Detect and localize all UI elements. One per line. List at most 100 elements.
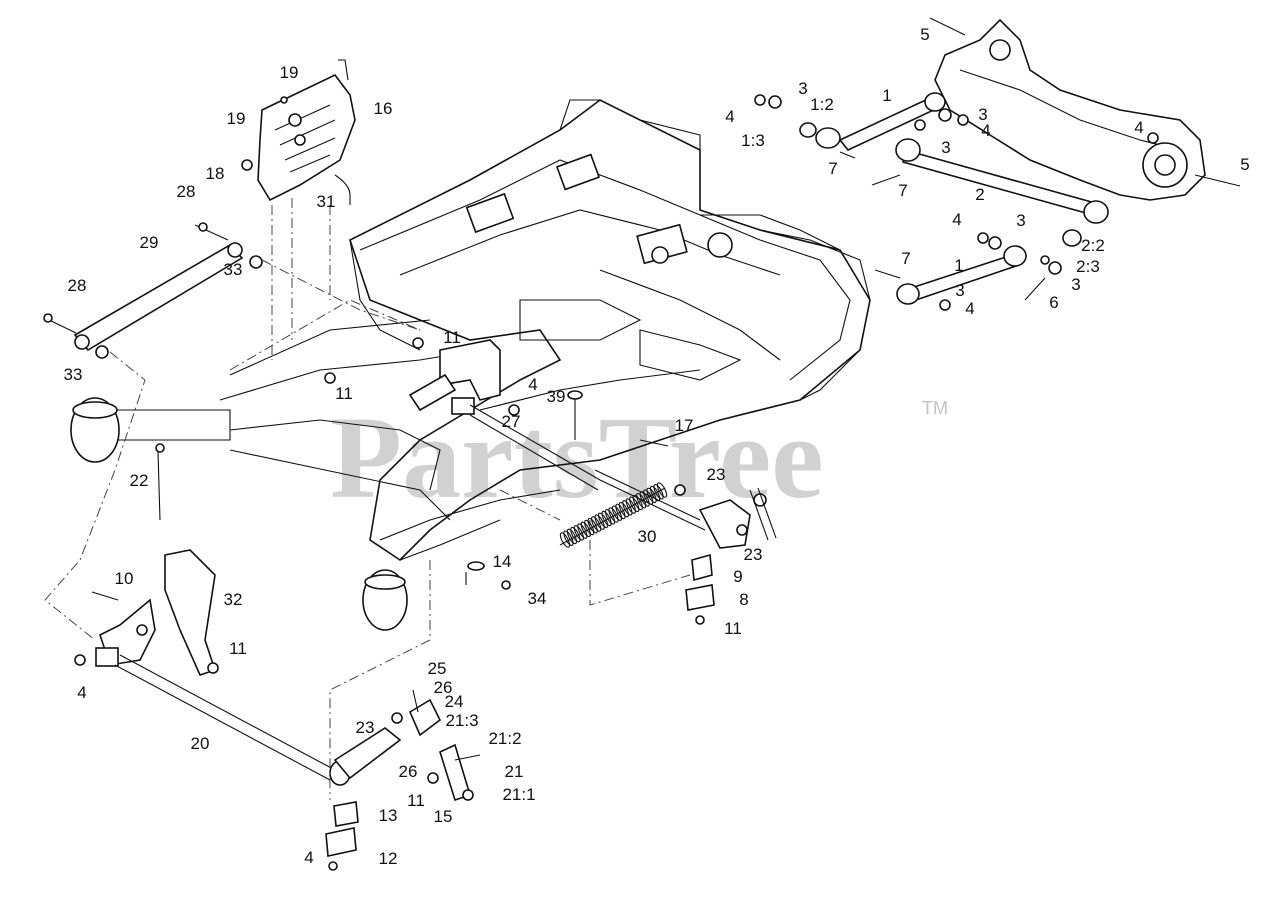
callout-label-c-4f: 4 bbox=[528, 375, 537, 394]
watermark-text: PartsTree bbox=[330, 392, 824, 523]
spring-coil bbox=[594, 514, 605, 530]
phantom-lines bbox=[44, 198, 691, 800]
spring-coil bbox=[584, 519, 595, 536]
callout-label-c-8: 8 bbox=[739, 590, 748, 609]
callout-label-c-26a: 26 bbox=[434, 678, 453, 697]
callout-label-c-7a: 7 bbox=[828, 159, 837, 178]
callout-label-c-1-2: 1:2 bbox=[810, 95, 834, 114]
callout-label-c-4b: 4 bbox=[981, 121, 990, 140]
callout-label-c-10: 10 bbox=[115, 569, 134, 588]
main-frame bbox=[349, 99, 871, 562]
control-console bbox=[257, 59, 356, 205]
callout-label-c-3d: 3 bbox=[1016, 211, 1025, 230]
callout-label-c-11d: 11 bbox=[724, 619, 742, 638]
callout-label-c-2-2: 2:2 bbox=[1081, 236, 1105, 255]
spring-coil bbox=[563, 530, 574, 546]
torque-rods bbox=[754, 92, 1159, 311]
callout-label-c-5a: 5 bbox=[920, 25, 929, 44]
adjustment-link bbox=[391, 689, 481, 802]
spring-coil bbox=[653, 484, 664, 500]
spring-coil bbox=[570, 526, 581, 543]
callout-label-c-28b: 28 bbox=[68, 276, 87, 295]
callout-label-c-7b: 7 bbox=[898, 181, 907, 200]
callout-label-c-28a: 28 bbox=[177, 182, 196, 201]
lift-shaft-assembly bbox=[408, 339, 601, 491]
spring-coil bbox=[580, 521, 591, 538]
callout-label-c-2-3: 2:3 bbox=[1076, 257, 1100, 276]
callout-label-c-23c: 23 bbox=[356, 718, 375, 737]
spring-coil bbox=[615, 503, 626, 520]
watermark-trademark: TM bbox=[922, 398, 948, 418]
callout-label-c-15: 15 bbox=[434, 807, 453, 826]
callout-label-c-13: 13 bbox=[379, 806, 398, 825]
callout-label-c-3c: 3 bbox=[941, 138, 950, 157]
chassis-rails bbox=[70, 299, 561, 631]
callout-label-c-18: 18 bbox=[206, 164, 225, 183]
bearing-clips-left bbox=[325, 801, 359, 871]
callout-label-c-4g: 4 bbox=[77, 683, 86, 702]
callout-label-c-4h: 4 bbox=[304, 848, 313, 867]
spring-coil bbox=[629, 496, 640, 513]
callout-label-c-17: 17 bbox=[675, 416, 694, 435]
bearing-clips-right bbox=[685, 553, 715, 625]
callout-label-c-4a: 4 bbox=[725, 107, 734, 126]
callout-label-c-3e: 3 bbox=[955, 281, 964, 300]
spring-coil bbox=[597, 512, 609, 529]
front-lift-shaft bbox=[74, 443, 402, 786]
spring-coil bbox=[611, 505, 623, 521]
callout-label-c-4d: 4 bbox=[952, 210, 961, 229]
spring-coil bbox=[604, 509, 616, 525]
callout-label-c-20: 20 bbox=[191, 734, 210, 753]
callout-label-c-23b: 23 bbox=[744, 545, 763, 564]
spring-coil bbox=[591, 516, 602, 532]
spring-coil bbox=[622, 500, 633, 516]
callout-label-c-25: 25 bbox=[428, 659, 447, 678]
spring-coil bbox=[646, 487, 657, 504]
callout-label-c-21-1: 21:1 bbox=[502, 785, 535, 804]
spring-coil bbox=[642, 489, 654, 505]
spring-coil bbox=[625, 498, 636, 514]
rear-axle-housing bbox=[929, 17, 1241, 201]
callout-label-c-19a: 19 bbox=[280, 63, 299, 82]
callout-label-c-27: 27 bbox=[502, 412, 521, 431]
spring-coils bbox=[559, 482, 668, 548]
callout-label-c-29: 29 bbox=[140, 233, 159, 252]
callout-label-c-24: 24 bbox=[445, 692, 464, 711]
callout-label-c-23a: 23 bbox=[707, 465, 726, 484]
spring-coil bbox=[649, 485, 661, 502]
spring-coil bbox=[601, 510, 612, 527]
callout-label-c-11e: 11 bbox=[407, 791, 425, 810]
callout-label-c-21-3: 21:3 bbox=[445, 711, 478, 730]
spring-coil bbox=[587, 517, 598, 534]
spring-coil bbox=[639, 491, 650, 507]
callout-label-c-6: 6 bbox=[1049, 293, 1058, 312]
callout-label-c-11c: 11 bbox=[229, 639, 247, 658]
callout-label-c-11b: 11 bbox=[335, 384, 353, 403]
spring-coil bbox=[573, 525, 585, 541]
spring-coil bbox=[636, 492, 647, 509]
callout-label-c-3f: 3 bbox=[1071, 275, 1080, 294]
callout-label-c-39: 39 bbox=[547, 387, 566, 406]
link-bar bbox=[44, 224, 263, 359]
callout-label-c-33b: 33 bbox=[64, 365, 83, 384]
callout-label-c-7c: 7 bbox=[901, 249, 910, 268]
callout-label-c-22: 22 bbox=[130, 471, 149, 490]
callout-label-c-33a: 33 bbox=[224, 260, 243, 279]
callout-label-c-16: 16 bbox=[374, 99, 393, 118]
callout-label-c-31: 31 bbox=[317, 192, 336, 211]
callout-label-c-14: 14 bbox=[493, 552, 512, 571]
callout-label-c-34: 34 bbox=[528, 589, 547, 608]
spring-coil bbox=[608, 507, 619, 523]
small-hardware bbox=[43, 96, 520, 590]
spring-coil bbox=[618, 501, 630, 518]
callout-label-c-4c: 4 bbox=[1134, 118, 1143, 137]
callout-label-c-30: 30 bbox=[638, 527, 657, 546]
callout-label-c-2: 2 bbox=[975, 185, 984, 204]
spring-coil bbox=[656, 482, 668, 498]
spring-coil bbox=[577, 523, 588, 539]
callout-label-c-3b: 3 bbox=[978, 105, 987, 124]
callout-label-c-12: 12 bbox=[379, 849, 398, 868]
spring-coil bbox=[566, 528, 578, 545]
